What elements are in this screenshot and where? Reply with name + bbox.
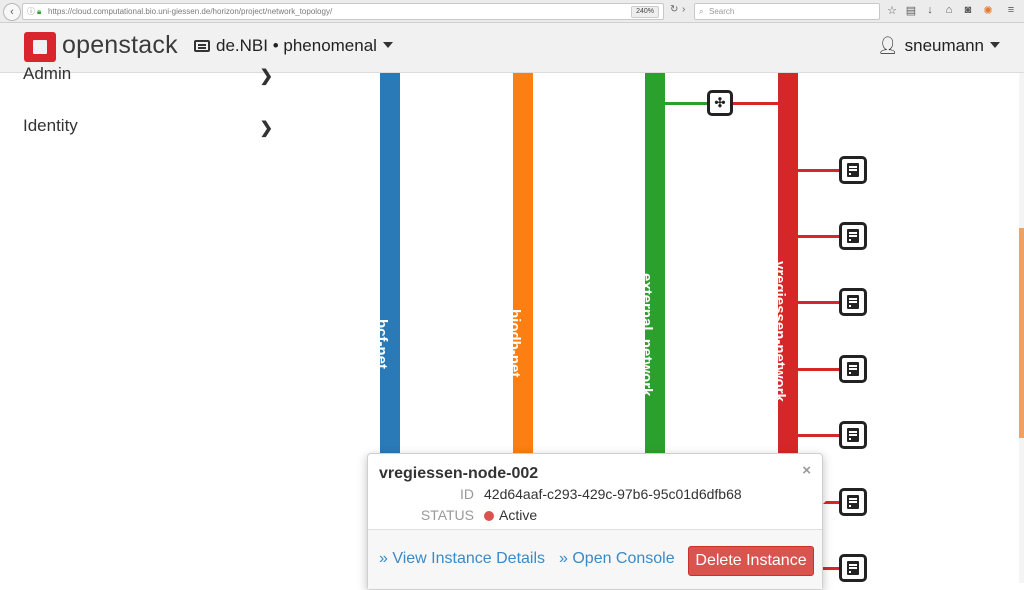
sidebar-item-admin[interactable]: Admin ❯ bbox=[23, 64, 275, 85]
info-icon[interactable]: ⓘ bbox=[27, 7, 35, 16]
openstack-logo-icon[interactable] bbox=[24, 32, 56, 62]
chevron-right-icon: ❯ bbox=[259, 68, 273, 85]
popup-divider bbox=[368, 529, 822, 530]
router-link-external bbox=[665, 102, 708, 105]
status-text: Active bbox=[499, 507, 538, 523]
sidebar-item-label: Identity bbox=[23, 116, 78, 135]
instance-details-popup: vregiessen-node-002 × ID 42d64aaf-c293-4… bbox=[367, 453, 823, 590]
browser-toolbar: ‹ ⓘ 🔒︎ https://cloud.computational.bio.u… bbox=[0, 0, 1024, 23]
close-icon[interactable]: × bbox=[802, 462, 811, 479]
addon-icon[interactable]: ✺ bbox=[983, 5, 993, 17]
server-icon[interactable] bbox=[839, 222, 867, 250]
project-icon bbox=[194, 40, 210, 52]
project-selector[interactable]: de.NBI • phenomenal bbox=[194, 36, 393, 56]
reload-icon[interactable]: ↻ bbox=[670, 4, 679, 15]
network-label: external_network bbox=[638, 273, 655, 397]
sidebar-item-identity[interactable]: Identity ❯ bbox=[23, 116, 275, 137]
caret-down-icon bbox=[382, 42, 393, 48]
scrollbar-thumb[interactable] bbox=[1019, 228, 1024, 438]
sidebar-item-label: Admin bbox=[23, 64, 72, 83]
instance-link bbox=[798, 368, 840, 371]
menu-icon[interactable]: ≡ bbox=[1007, 4, 1015, 16]
server-icon[interactable] bbox=[839, 288, 867, 316]
back-icon[interactable]: ‹ bbox=[3, 3, 21, 21]
id-label: ID bbox=[460, 486, 474, 502]
delete-instance-button[interactable]: Delete Instance bbox=[688, 546, 814, 576]
search-icon: ⌕ bbox=[699, 7, 704, 16]
view-instance-details-link[interactable]: » View Instance Details bbox=[379, 550, 546, 567]
instance-link bbox=[798, 301, 840, 304]
project-name: de.NBI • phenomenal bbox=[216, 36, 377, 55]
network-label: bcf-net bbox=[373, 319, 390, 369]
instance-name: vregiessen-node-002 bbox=[379, 465, 539, 482]
user-menu[interactable]: 👤︎ sneumann bbox=[877, 36, 1000, 56]
search-input[interactable]: ⌕ Search bbox=[694, 3, 880, 20]
user-name: sneumann bbox=[904, 36, 984, 55]
lock-icon: 🔒︎ bbox=[37, 7, 42, 16]
server-icon[interactable] bbox=[839, 156, 867, 184]
status-label: STATUS bbox=[420, 507, 474, 523]
search-placeholder: Search bbox=[709, 7, 735, 16]
download-icon[interactable]: ↓ bbox=[927, 4, 933, 16]
pocket-icon[interactable]: ◙ bbox=[964, 4, 972, 16]
star-icon[interactable]: ☆ bbox=[887, 5, 897, 17]
home-icon[interactable]: ⌂ bbox=[945, 4, 953, 16]
network-label: vregiessen-network bbox=[771, 261, 788, 402]
instance-link bbox=[798, 434, 840, 437]
zoom-level[interactable]: 240% bbox=[631, 6, 659, 18]
url-text: https://cloud.computational.bio.uni-gies… bbox=[48, 7, 333, 16]
server-icon[interactable] bbox=[839, 421, 867, 449]
sidebar: Admin ❯ Identity ❯ bbox=[0, 64, 290, 583]
server-icon[interactable] bbox=[839, 554, 867, 582]
instance-id: 42d64aaf-c293-429c-97b6-95c01d6dfb68 bbox=[484, 486, 742, 502]
chevron-right-icon: ❯ bbox=[259, 120, 273, 137]
router-link-vregiessen bbox=[732, 102, 778, 105]
instance-link bbox=[798, 169, 840, 172]
caret-down-icon bbox=[990, 42, 1000, 48]
status-value: Active bbox=[484, 507, 537, 523]
brand-name[interactable]: openstack bbox=[62, 31, 178, 59]
go-icon[interactable]: › bbox=[682, 4, 686, 15]
server-icon[interactable] bbox=[839, 355, 867, 383]
open-console-link[interactable]: » Open Console bbox=[559, 550, 675, 567]
server-icon[interactable] bbox=[839, 488, 867, 516]
network-label: biodb-net bbox=[506, 309, 523, 378]
user-icon: 👤︎ bbox=[877, 36, 899, 55]
url-bar[interactable]: ⓘ 🔒︎ https://cloud.computational.bio.uni… bbox=[22, 3, 664, 20]
reading-list-icon[interactable]: ▤ bbox=[905, 5, 917, 17]
router-icon[interactable]: ✣ bbox=[707, 90, 733, 116]
popup-pointer bbox=[820, 487, 830, 507]
top-navbar: openstack de.NBI • phenomenal 👤︎ sneumann bbox=[0, 23, 1024, 73]
status-dot-icon bbox=[484, 511, 494, 521]
instance-link bbox=[798, 235, 840, 238]
